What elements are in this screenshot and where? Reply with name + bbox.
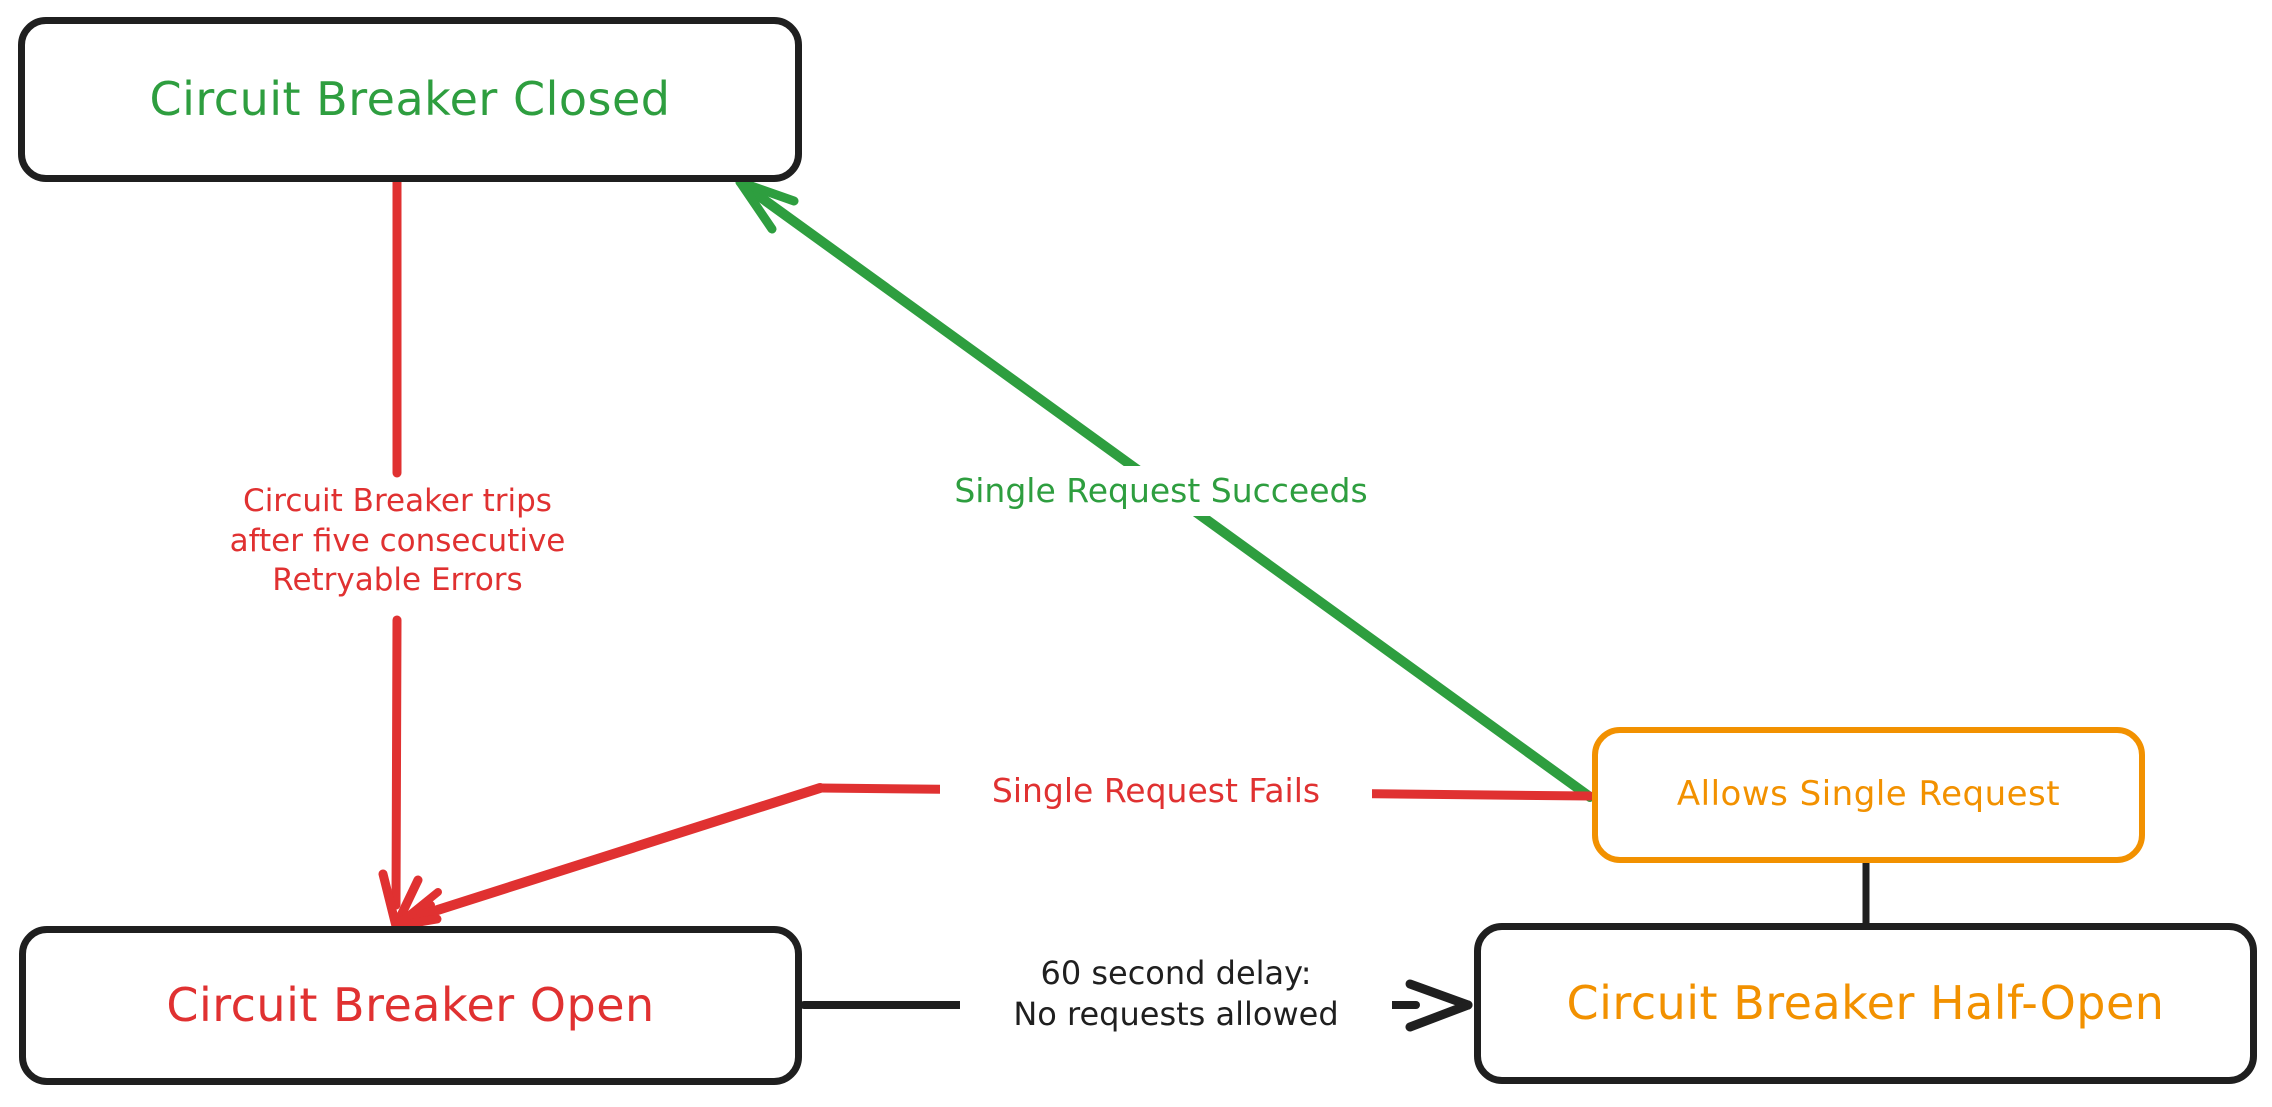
- node-circuit-breaker-open[interactable]: Circuit Breaker Open: [19, 926, 802, 1085]
- edge-label-single-request-fails: Single Request Fails: [940, 766, 1372, 817]
- arrowhead-open-to-halfopen: [1405, 979, 1473, 1032]
- node-circuit-breaker-closed[interactable]: Circuit Breaker Closed: [18, 17, 802, 182]
- node-allows-single-request[interactable]: Allows Single Request: [1592, 727, 2145, 863]
- edge-label-sixty-second-delay: 60 second delay: No requests allowed: [960, 950, 1392, 1038]
- node-circuit-breaker-half-open-label: Circuit Breaker Half-Open: [1566, 976, 2165, 1031]
- arrowhead-allows-to-open: [391, 888, 442, 931]
- node-circuit-breaker-open-label: Circuit Breaker Open: [166, 978, 655, 1033]
- edge-closed-to-open-line: [391, 176, 402, 910]
- edge-label-circuit-breaker-trips: Circuit Breaker trips after five consecu…: [175, 478, 620, 606]
- node-allows-single-request-label: Allows Single Request: [1676, 774, 2061, 815]
- node-circuit-breaker-closed-label: Circuit Breaker Closed: [149, 72, 671, 127]
- edge-label-single-request-succeeds: Single Request Succeeds: [905, 466, 1417, 517]
- node-circuit-breaker-half-open[interactable]: Circuit Breaker Half-Open: [1474, 923, 2257, 1084]
- arrowhead-allows-to-closed: [735, 177, 799, 234]
